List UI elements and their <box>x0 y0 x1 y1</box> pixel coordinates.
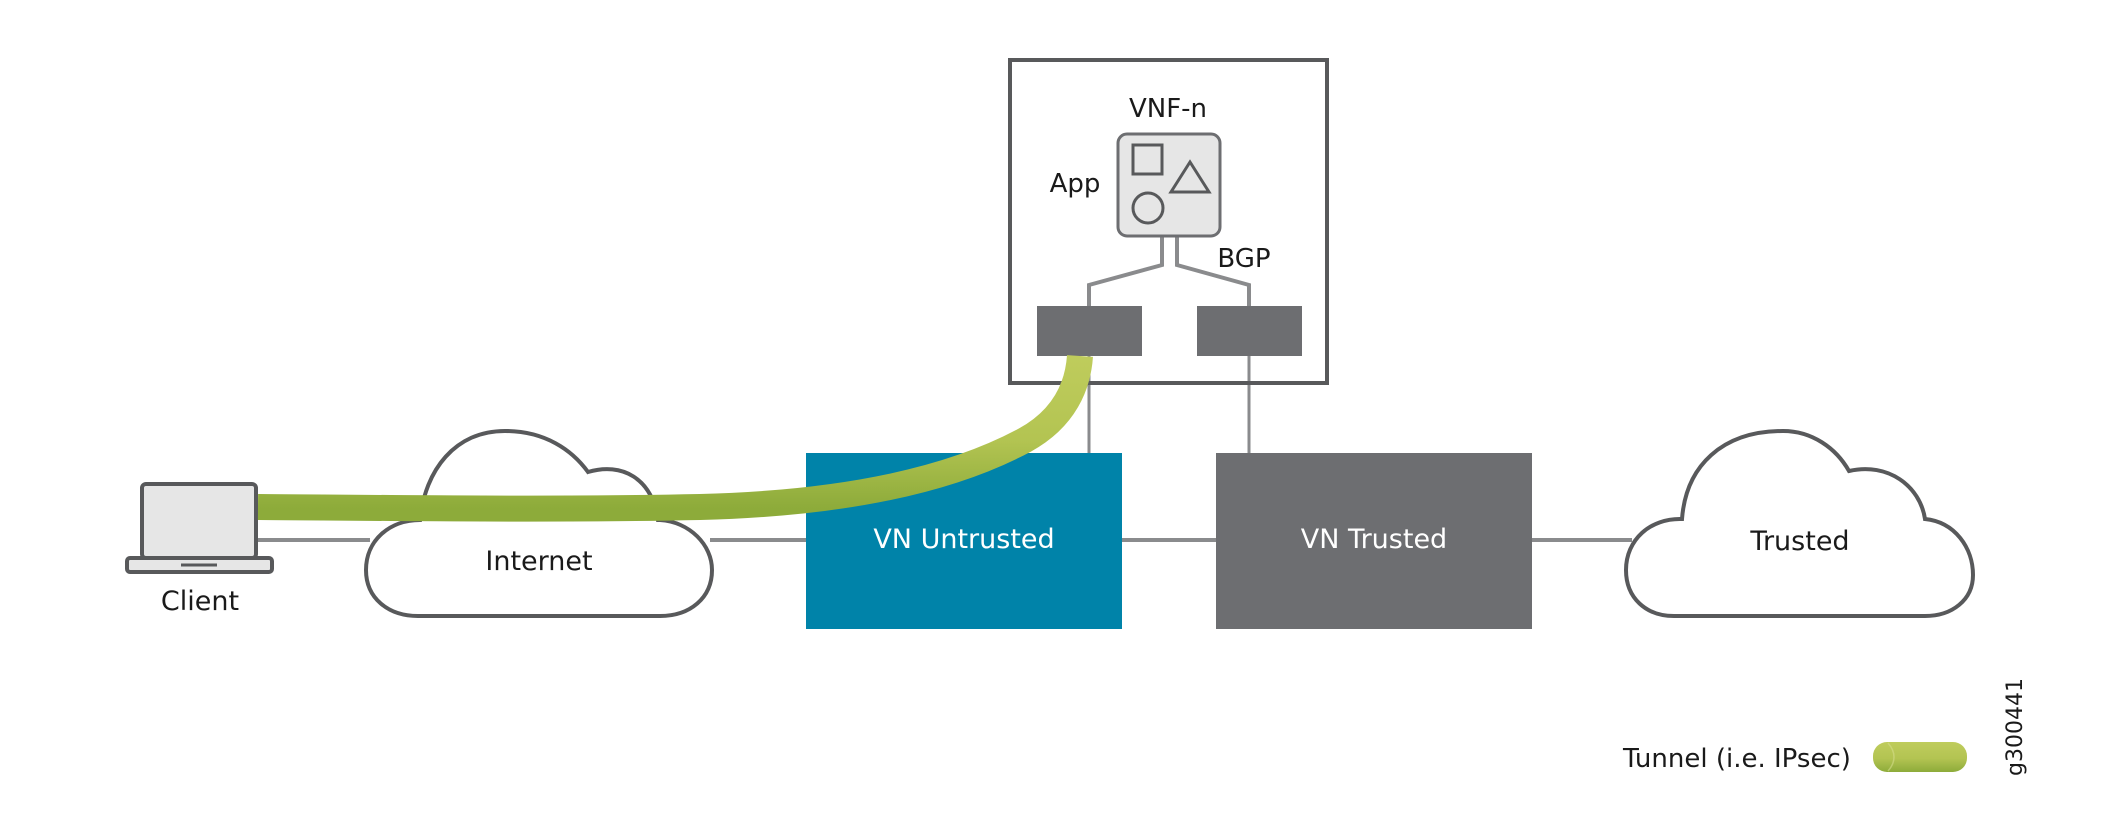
vnf-container[interactable]: VNF-n App BGP <box>1008 58 1329 385</box>
vnf-port-right[interactable] <box>1197 306 1302 356</box>
vn-trusted-box <box>1216 453 1532 629</box>
triangle-shape-icon <box>1168 159 1212 194</box>
link-app-port-right <box>1175 237 1251 306</box>
vnf-label: VNF-n <box>1129 94 1207 124</box>
app-icon-frame <box>1116 132 1222 238</box>
links <box>258 237 1632 542</box>
legend: Tunnel (i.e. IPsec) <box>1622 742 1967 774</box>
cloud-icon <box>1623 428 1976 618</box>
ipsec-tunnel <box>257 354 1093 522</box>
vnf-port-left[interactable] <box>1037 306 1142 356</box>
legend-tunnel-swatch <box>1873 742 1967 772</box>
square-shape-icon <box>1131 143 1164 176</box>
legend-tunnel-swatch-edge <box>1887 742 1895 772</box>
app-label: App <box>1050 169 1101 199</box>
vnf-box <box>1008 58 1329 385</box>
client-label: Client <box>161 586 239 617</box>
vn-trusted[interactable]: VN Trusted <box>1216 453 1532 629</box>
circle-shape-icon <box>1131 191 1165 225</box>
internet-label: Internet <box>485 546 592 577</box>
link-app-port-left <box>1087 237 1164 306</box>
vn-trusted-label: VN Trusted <box>1301 524 1447 555</box>
trusted-label: Trusted <box>1749 526 1849 557</box>
laptop-icon <box>125 482 274 574</box>
cloud-icon <box>363 428 715 618</box>
figure-id: g300441 <box>2003 678 2028 776</box>
internet-cloud[interactable]: Internet <box>363 428 715 618</box>
legend-tunnel-label: Tunnel (i.e. IPsec) <box>1622 744 1851 774</box>
app-icon[interactable] <box>1116 132 1222 238</box>
trusted-cloud[interactable]: Trusted <box>1623 428 1976 618</box>
vn-untrusted-label: VN Untrusted <box>873 524 1054 555</box>
bgp-label: BGP <box>1217 244 1270 274</box>
client[interactable]: Client <box>125 482 274 617</box>
